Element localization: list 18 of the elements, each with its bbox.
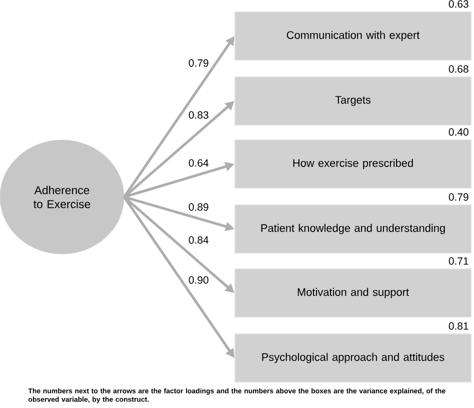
variable-box: Targets — [234, 76, 472, 126]
variable-box: Communication with expert — [234, 12, 472, 60]
edge-label: 0.83 — [187, 110, 210, 120]
edge-label: 0.90 — [187, 275, 210, 285]
variable-box: How exercise prescribed — [234, 140, 472, 188]
edge-label: 0.84 — [187, 235, 210, 245]
variance-number: 0.81 — [448, 322, 468, 330]
variable-box: Motivation and support — [234, 268, 472, 318]
variable-box: Patient knowledge and understanding — [234, 204, 472, 254]
variance-number: 0.63 — [448, 0, 468, 8]
edge-label: 0.89 — [187, 202, 210, 212]
variance-number: 0.71 — [448, 257, 468, 265]
variance-number: 0.79 — [448, 193, 468, 201]
variance-number: 0.40 — [448, 128, 468, 136]
edge-label: 0.79 — [187, 58, 210, 68]
variance-number: 0.68 — [448, 65, 468, 73]
variable-box: Psychological approach and attitudes — [234, 334, 472, 382]
edge-label: 0.64 — [187, 158, 210, 168]
